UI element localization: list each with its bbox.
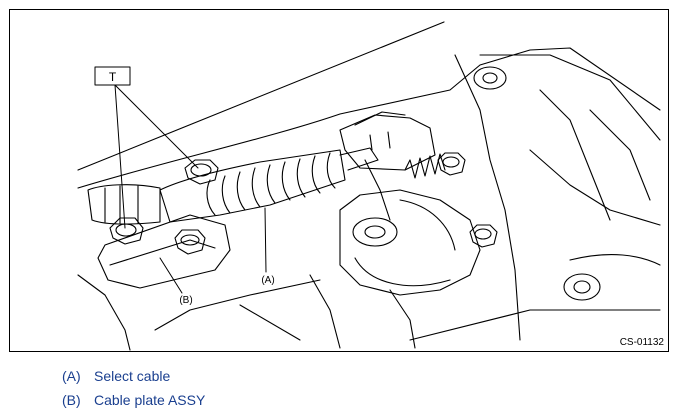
case-boss-upper — [473, 66, 507, 90]
legend-item: (B) Cable plate ASSY — [62, 388, 205, 412]
callout-t-label: T — [109, 70, 117, 84]
bolt-middle — [174, 229, 206, 255]
select-cable-boot — [159, 149, 346, 223]
case-rib-4 — [389, 289, 416, 349]
transmission-illustration: T (A) (B) — [77, 21, 661, 351]
bolt-lower — [109, 217, 144, 245]
case-inner-line-1 — [539, 89, 611, 221]
return-spring — [404, 153, 446, 179]
case-right-flange — [454, 54, 521, 341]
case-lower-curve — [569, 254, 661, 266]
cable-plate — [97, 214, 231, 289]
diagram-figure: T (A) (B) CS-01132 — [9, 9, 669, 352]
callout-t-leader-2 — [114, 84, 199, 169]
cable-plate-inner — [109, 239, 216, 266]
case-top-edge — [77, 21, 445, 171]
cable-end — [87, 184, 161, 225]
case-lower-left — [77, 274, 131, 351]
case-lower-rib — [154, 279, 321, 331]
lever-arm — [364, 159, 391, 221]
legend-label: Select cable — [94, 368, 171, 384]
bolt-right-lower — [469, 224, 498, 248]
case-boss-lower — [563, 273, 601, 301]
callout-a-leader — [264, 207, 267, 273]
cable-rod — [339, 147, 379, 171]
legend-key: (A) — [62, 368, 81, 384]
case-lower-right — [529, 149, 661, 226]
callout-b-label: (B) — [179, 295, 192, 306]
bolt-right-upper — [437, 152, 466, 176]
legend-item: (A) Select cable — [62, 364, 205, 388]
legend-key: (B) — [62, 392, 81, 408]
callout-b-leader — [159, 257, 183, 294]
case-rib-3 — [309, 274, 341, 349]
case-right-rib — [479, 54, 661, 141]
shift-lever-housing — [339, 189, 481, 296]
figure-id: CS-01132 — [619, 337, 664, 348]
case-bottom-edge — [409, 309, 661, 341]
case-rib-2 — [239, 304, 301, 341]
bolt-upper — [184, 159, 219, 185]
callout-a-label: (A) — [261, 275, 274, 286]
legend-label: Cable plate ASSY — [94, 392, 206, 408]
legend: (A) Select cable (B) Cable plate ASSY — [62, 364, 205, 412]
callout-t-box — [94, 66, 131, 86]
case-upper-surface — [77, 47, 661, 189]
callout-t-leader-1 — [114, 84, 126, 229]
case-inner-line-2 — [589, 109, 651, 201]
connector-block — [339, 111, 436, 171]
